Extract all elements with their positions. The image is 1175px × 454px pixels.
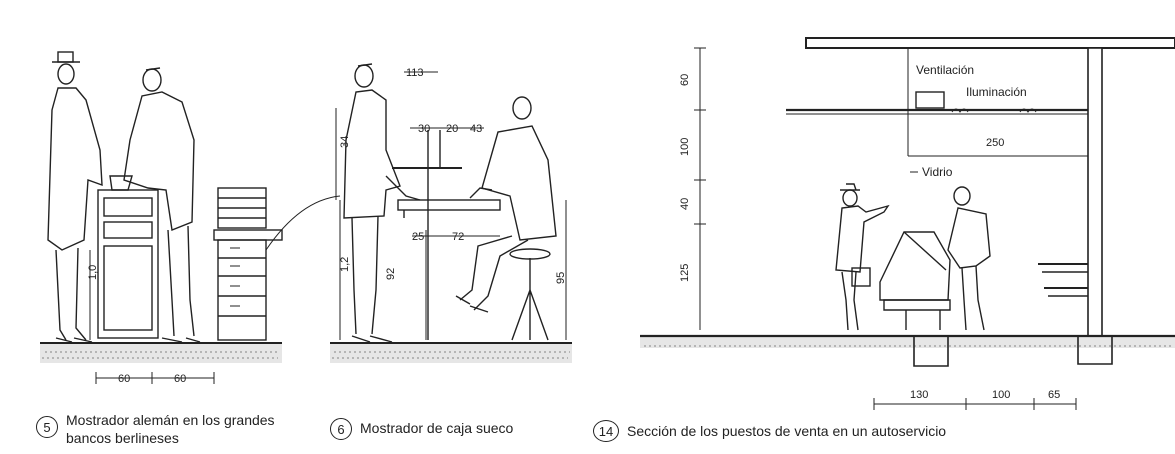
dim-95: 95 — [555, 272, 567, 284]
dimension-lines-6 — [335, 71, 567, 340]
clerk-figure — [123, 67, 201, 343]
dim-60-right: 60 — [174, 373, 186, 385]
dim-250: 250 — [986, 137, 1004, 149]
dim-72: 72 — [452, 231, 464, 243]
label-vidrio: Vidrio — [922, 165, 953, 179]
dim-20: 20 — [446, 123, 458, 135]
seated-clerk-figure — [455, 96, 557, 341]
dim-43: 43 — [470, 123, 482, 135]
dim-60: 60 — [679, 74, 691, 86]
caption-5-line1: Mostrador alemán en los grandes — [66, 412, 275, 428]
customer-figure — [47, 51, 103, 343]
dim-40: 40 — [679, 198, 691, 210]
figure-14-self-service-section: 60 100 40 125 250 130 100 65 Ventilación… — [640, 37, 1175, 410]
dim-92: 92 — [385, 268, 397, 280]
cash-counter — [392, 130, 501, 340]
dim-113: 113 — [406, 67, 424, 79]
counter-cabinet — [97, 175, 159, 339]
caption-5-line2: bancos berlineses — [66, 430, 179, 446]
figure-number-6: 6 — [330, 418, 352, 440]
dim-100: 100 — [992, 389, 1010, 401]
display-counter — [879, 231, 951, 330]
dim-30: 30 — [418, 123, 430, 135]
dim-100-vert: 100 — [679, 138, 691, 156]
dim-125: 125 — [679, 264, 691, 282]
dim-25: 25 — [412, 231, 424, 243]
standing-customer-figure — [343, 63, 421, 343]
caption-6-text: Mostrador de caja sueco — [360, 420, 514, 436]
figure-5-german-counter: 60 60 1,0 — [40, 51, 341, 385]
ventilation-unit — [915, 91, 945, 109]
label-ventilacion: Ventilación — [916, 63, 974, 77]
back-cabinet — [213, 187, 341, 341]
figure-number-5: 5 — [36, 416, 58, 438]
caption-14-text: Sección de los puestos de venta en un au… — [627, 423, 947, 439]
dim-130: 130 — [910, 389, 928, 401]
dim-60-left: 60 — [118, 373, 130, 385]
ground-hatch — [42, 351, 280, 359]
label-iluminacion: Iluminación — [966, 85, 1027, 99]
wall-shelves — [1038, 263, 1088, 297]
shopper-figure — [835, 183, 890, 331]
lighting-fixtures — [951, 108, 1037, 113]
figure-6-swedish-counter: 113 30 20 43 34 25 72 1,2 92 95 — [330, 63, 572, 363]
dimension-lines-14 — [694, 47, 1077, 410]
floor-pit — [913, 336, 949, 367]
dim-1-2: 1,2 — [339, 257, 351, 272]
dim-34: 34 — [339, 136, 351, 148]
dim-65: 65 — [1048, 389, 1060, 401]
counter-clerk-figure — [947, 186, 991, 331]
figure-number-14: 14 — [593, 420, 619, 442]
dim-height: 1,0 — [87, 265, 99, 280]
dimension-lines — [89, 250, 215, 384]
